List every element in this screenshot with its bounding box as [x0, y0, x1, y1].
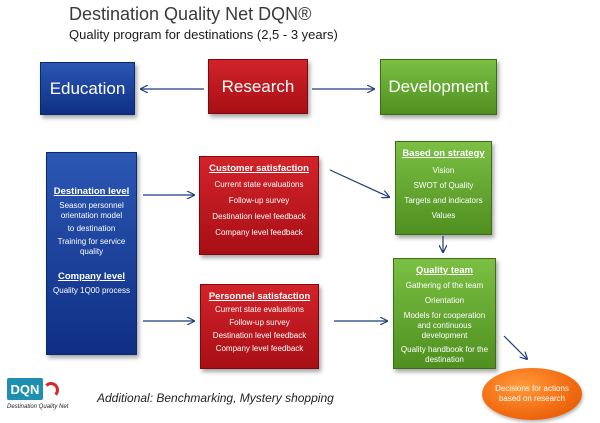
personnel-item: Current state evaluations — [215, 305, 304, 314]
arrow-quality-team-to-decisions — [503, 335, 527, 359]
decisions-oval: Decisions for actions based on research — [482, 368, 582, 420]
personnel-item: Destination level feedback — [212, 331, 307, 340]
education-detail-panel: Destination level Season personnel orien… — [46, 152, 137, 355]
quality-team-item: Gathering of the team — [405, 281, 484, 290]
arrow-customer-to-strategy — [329, 169, 389, 197]
decisions-label: Decisions for actions based on research — [495, 384, 569, 403]
personnel-satisfaction-box: Personnel satisfaction Current state eva… — [200, 284, 319, 369]
company-item: Quality 1Q00 process — [53, 286, 130, 295]
development-label: Development — [388, 77, 489, 96]
research-box: Research — [208, 59, 308, 114]
strategy-item: Targets and indicators — [404, 196, 483, 205]
strategy-heading: Based on strategy — [402, 148, 485, 159]
quality-team-item: Models for cooperation and continuous de… — [403, 311, 486, 340]
customer-satisfaction-box: Customer satisfaction Current state eval… — [199, 156, 319, 255]
personnel-item: Follow-up survey — [229, 318, 290, 327]
education-label: Education — [49, 78, 126, 98]
customer-item: Follow-up survey — [228, 196, 290, 205]
strategy-item: Vision — [432, 166, 455, 175]
development-box: Development — [380, 59, 497, 115]
education-box: Education — [40, 62, 135, 115]
additional-note: Additional: Benchmarking, Mystery shoppi… — [97, 391, 334, 405]
logo-swoosh-icon — [43, 382, 59, 398]
company-level-heading: Company level — [57, 271, 126, 282]
strategy-item: SWOT of Quality — [413, 181, 474, 190]
destination-level-heading: Destination level — [53, 186, 130, 197]
customer-item: Current state evaluations — [214, 180, 304, 189]
customer-item: Company level feedback — [215, 228, 303, 237]
page-title: Destination Quality Net DQN® — [69, 4, 312, 24]
destination-item: Season personnel orientation model — [59, 201, 124, 220]
logo-tagline: Destination Quality Net — [7, 404, 69, 410]
quality-team-heading: Quality team — [415, 265, 474, 276]
quality-team-item: Quality handbook for the destination — [400, 345, 489, 364]
dqn-logo: DQN Destination Quality Net — [7, 378, 69, 416]
destination-item: Training for service quality — [57, 237, 126, 256]
customer-item: Destination level feedback — [212, 212, 306, 221]
strategy-item: Values — [431, 211, 456, 220]
destination-item: to destination — [67, 224, 116, 233]
quality-team-item: Orientation — [424, 296, 465, 305]
quality-team-box: Quality team Gathering of the team Orien… — [393, 258, 496, 369]
personnel-satisfaction-heading: Personnel satisfaction — [208, 291, 311, 302]
personnel-item: Company level feedback — [215, 344, 304, 353]
customer-satisfaction-heading: Customer satisfaction — [209, 163, 309, 174]
logo-mark: DQN — [7, 378, 43, 400]
page-subtitle: Quality program for destinations (2,5 - … — [69, 27, 338, 42]
strategy-box: Based on strategy Vision SWOT of Quality… — [395, 141, 492, 235]
research-label: Research — [221, 76, 295, 96]
